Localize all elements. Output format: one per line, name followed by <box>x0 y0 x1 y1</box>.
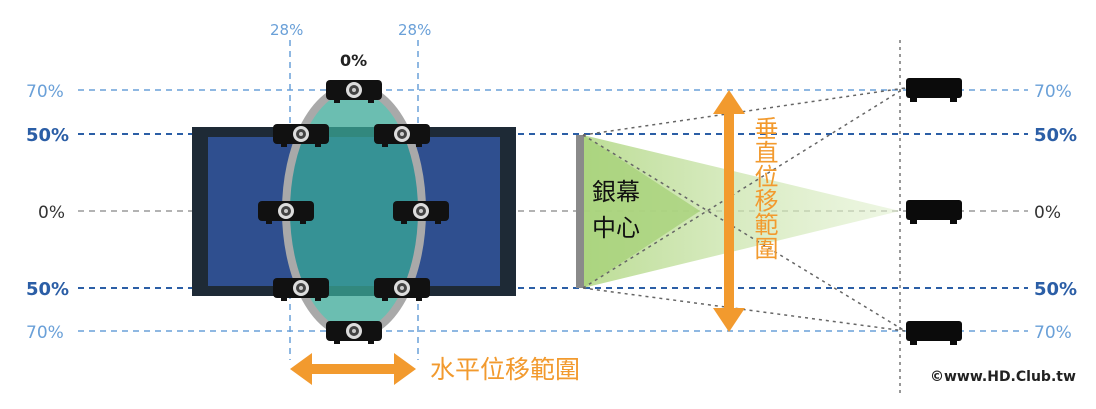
label-top-28-right: 28% <box>398 21 431 39</box>
projector-side-bottom <box>906 321 962 345</box>
label-right-70-top: 70% <box>1034 82 1072 102</box>
projector-icon <box>393 201 449 224</box>
vertical-shift-range-label: 垂直位移範圍 <box>750 116 778 260</box>
label-right-0: 0% <box>1034 203 1061 223</box>
projector-icon <box>273 124 329 147</box>
screen-center-label-line1: 銀幕 <box>592 178 640 206</box>
projector-side-middle <box>906 200 962 224</box>
screen-center-label-line2: 中心 <box>592 214 640 242</box>
projector-side-top <box>906 78 962 102</box>
label-left-70-bottom: 70% <box>26 323 64 343</box>
projector-icon <box>326 80 382 103</box>
watermark: ©www.HD.Club.tw <box>930 369 1076 385</box>
label-right-70-bottom: 70% <box>1034 323 1072 343</box>
projection-cone <box>583 135 900 288</box>
projection-cone-inner <box>583 135 700 288</box>
label-top-28-left: 28% <box>270 21 303 39</box>
label-left-70-top: 70% <box>26 82 64 102</box>
label-right-50-bottom: 50% <box>1034 279 1077 300</box>
projector-icon <box>273 278 329 301</box>
vertical-shift-arrow <box>713 90 745 332</box>
label-left-50-top: 50% <box>26 125 69 146</box>
horizontal-shift-arrow <box>290 353 416 385</box>
label-top-0: 0% <box>340 51 367 70</box>
projector-icon <box>374 124 430 147</box>
screen-side-view <box>576 135 584 288</box>
projector-icon <box>326 321 382 344</box>
label-left-50-bottom: 50% <box>26 279 69 300</box>
projector-icons-side <box>906 78 962 345</box>
projector-icon <box>258 201 314 224</box>
horizontal-shift-range-label: 水平位移範圍 <box>430 355 580 384</box>
projector-icon <box>374 278 430 301</box>
label-right-50-top: 50% <box>1034 125 1077 146</box>
label-left-0: 0% <box>38 203 65 223</box>
